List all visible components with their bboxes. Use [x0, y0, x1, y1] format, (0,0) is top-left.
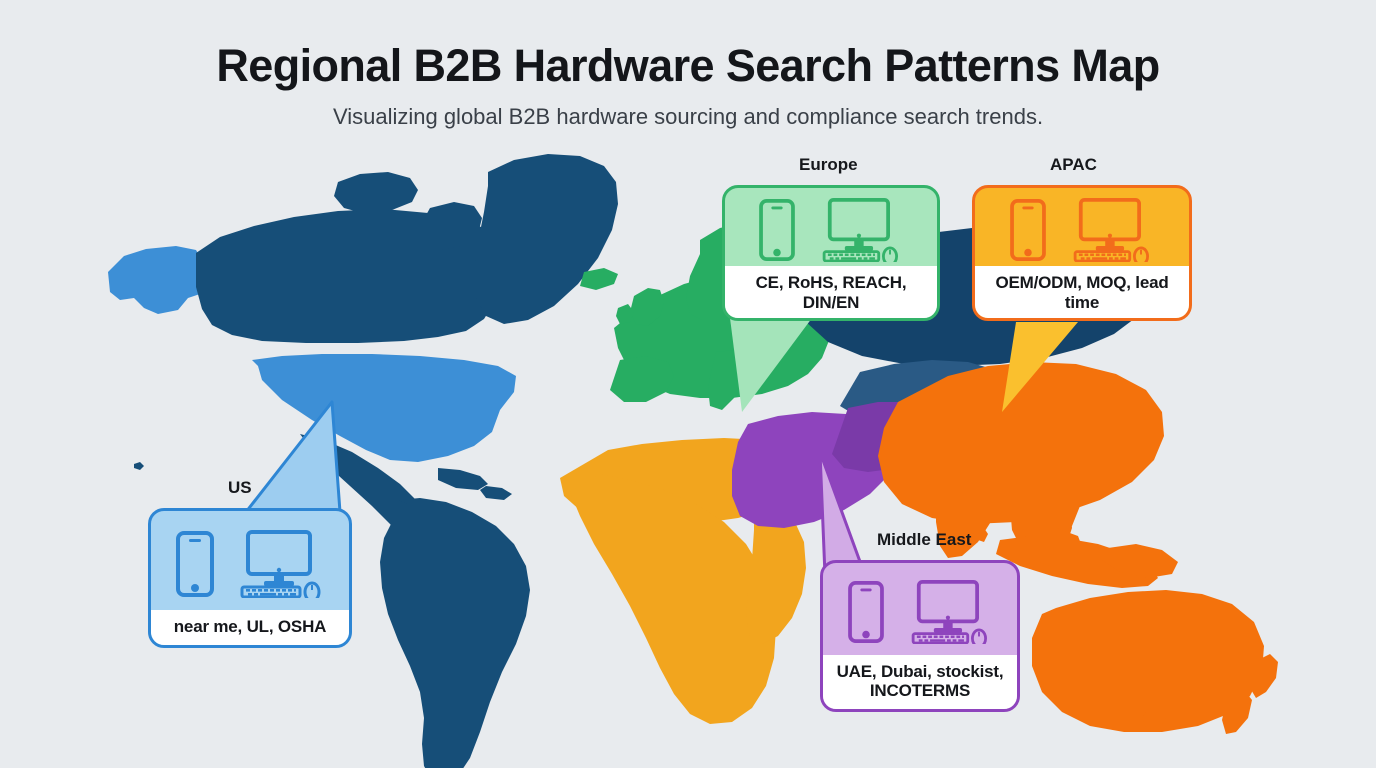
- callout-bubble-apac[interactable]: OEM/ODM, MOQ, lead time: [972, 185, 1192, 321]
- region-south-america: [380, 498, 530, 768]
- region-japan: [1102, 388, 1136, 448]
- tail-apac: [1002, 322, 1078, 412]
- region-australia: [1032, 590, 1264, 732]
- region-india: [936, 428, 1006, 558]
- tail-europe: [730, 318, 812, 412]
- callout-icons-europe: [725, 188, 937, 266]
- region-caribbean: [438, 468, 488, 490]
- callout-bubble-us[interactable]: near me, UL, OSHA: [148, 508, 352, 648]
- smartphone-icon: [759, 199, 795, 261]
- region-hawaii: [134, 462, 144, 470]
- callout-keywords-us: near me, UL, OSHA: [151, 610, 349, 645]
- callout-keywords-europe: CE, RoHS, REACH, DIN/EN: [725, 266, 937, 318]
- region-british-isles: [630, 288, 664, 326]
- region-iceland: [580, 268, 618, 290]
- desktop-computer-icon: [822, 198, 898, 262]
- callout-keywords-apac: OEM/ODM, MOQ, lead time: [975, 266, 1189, 318]
- region-greenland: [474, 154, 618, 324]
- region-new-guinea: [1102, 544, 1178, 578]
- smartphone-icon: [1010, 199, 1046, 261]
- callout-keywords-line1: UAE, Dubai, stockist,: [836, 661, 1004, 681]
- callout-label-middle-east: Middle East: [877, 530, 972, 549]
- callout-bubble-middle-east[interactable]: UAE, Dubai, stockist, INCOTERMS: [820, 560, 1020, 712]
- callout-icons-middle-east: [823, 563, 1017, 655]
- desktop-computer-icon: [240, 529, 321, 598]
- region-borneo: [1022, 528, 1084, 566]
- tail-us: [244, 400, 342, 514]
- callout-label-europe: Europe: [799, 155, 858, 174]
- callout-icons-us: [151, 511, 349, 610]
- desktop-computer-icon: [1073, 198, 1149, 262]
- region-east-africa: [746, 500, 806, 644]
- region-hispaniola: [480, 486, 512, 500]
- region-iberia: [610, 356, 674, 402]
- region-ireland: [616, 304, 634, 324]
- desktop-computer-icon: [911, 579, 987, 644]
- region-new-zealand: [1250, 654, 1278, 698]
- region-alaska: [108, 246, 218, 314]
- callout-bubble-europe[interactable]: CE, RoHS, REACH, DIN/EN: [722, 185, 940, 321]
- region-arctic-islands: [334, 172, 418, 214]
- smartphone-icon: [848, 580, 884, 643]
- region-new-zealand-south: [1222, 690, 1252, 734]
- callout-icons-apac: [975, 188, 1189, 266]
- region-baffin: [420, 202, 482, 250]
- callout-keywords-middle-east: UAE, Dubai, stockist, INCOTERMS: [823, 654, 1017, 709]
- smartphone-icon: [176, 530, 214, 597]
- region-united-states: [252, 354, 516, 462]
- region-tasmania: [1142, 710, 1166, 728]
- region-philippines: [1056, 478, 1082, 534]
- region-west-africa: [570, 474, 776, 724]
- callout-keywords-line2: INCOTERMS: [869, 681, 971, 701]
- callout-label-us: US: [228, 478, 252, 497]
- region-sri-lanka: [976, 528, 988, 542]
- callout-label-apac: APAC: [1050, 155, 1097, 174]
